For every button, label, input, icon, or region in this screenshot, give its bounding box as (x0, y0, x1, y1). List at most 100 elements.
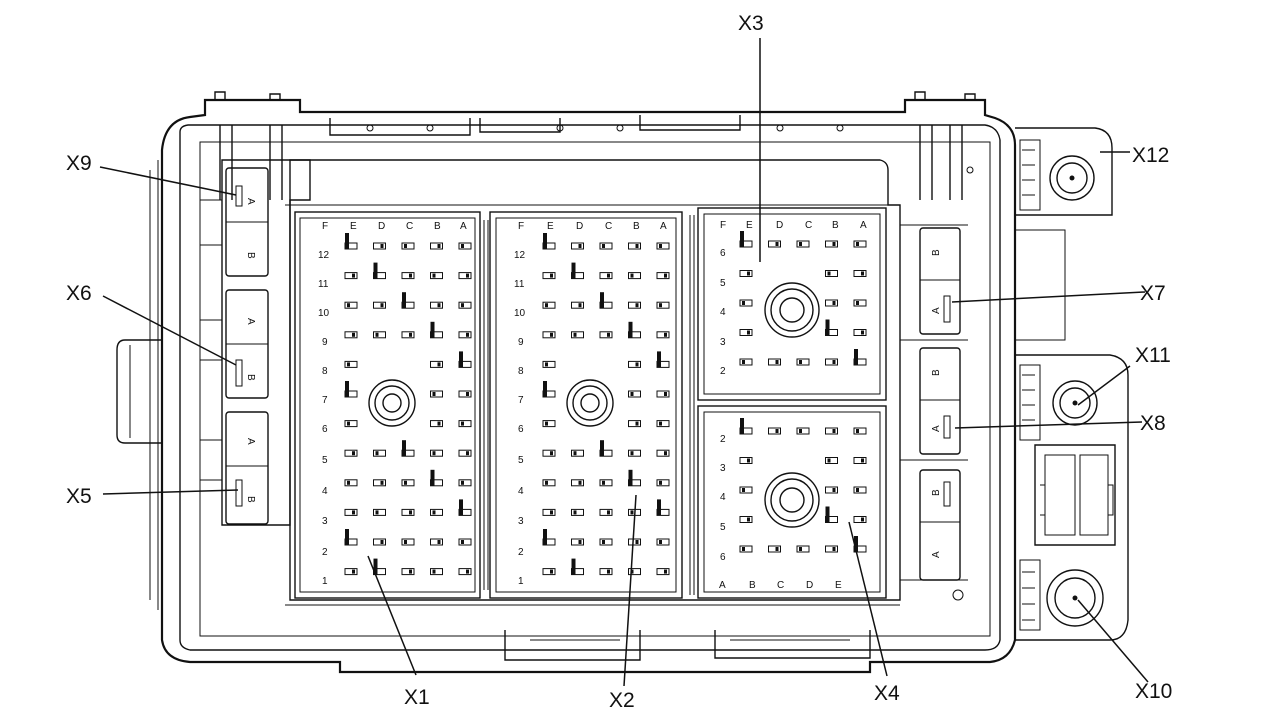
x4-col-b: B (749, 580, 756, 591)
grid-x2-cavity (628, 568, 641, 576)
grid-x1-cavity-terminal (347, 421, 350, 426)
label-x8: X8 (1140, 412, 1166, 435)
grid-x2-cavity-terminal (545, 303, 548, 308)
x2-leader (623, 494, 637, 687)
x2-column-labels: F E D C B A (518, 221, 667, 232)
grid-x3-cavity-terminal (799, 242, 802, 246)
label-x12: X12 (1132, 144, 1169, 167)
leader-lines (99, 38, 1149, 687)
grid-x1-cavity (430, 301, 443, 309)
grid-x1-cavity-terminal (432, 392, 436, 396)
grid-x1-cavity (430, 272, 443, 280)
grid-x1-cavity-terminal (404, 244, 407, 248)
x5-letter-b: B (245, 496, 256, 503)
grid-x3-cavity (768, 240, 781, 248)
grid-x1-cavity-terminal (380, 303, 384, 308)
x3-row-4: 4 (720, 307, 726, 318)
grid-x2-cavity-terminal (573, 510, 577, 515)
grid-x3-cavity-terminal (775, 360, 779, 364)
grid-x3-cavity (825, 270, 838, 277)
grid-x1-cavity (344, 272, 358, 280)
grid-x4-cavity-terminal (775, 429, 779, 433)
grid-x1-cavity (458, 479, 472, 487)
x1-row-8: 8 (322, 366, 328, 377)
right-5-letter: B (931, 489, 942, 496)
grid-x1-cavity-terminal (437, 540, 441, 544)
grid-x2-cavity (571, 331, 584, 339)
x1-row-2: 2 (322, 547, 328, 558)
x4-row-3: 3 (720, 463, 726, 474)
x3-row-5: 5 (720, 278, 726, 289)
grid-x2-cavity-terminal (573, 451, 577, 456)
grid-x2-cavity-terminal (578, 540, 582, 544)
grid-x1-cavity-terminal (375, 510, 379, 515)
x5-socket: A B (225, 411, 269, 525)
grid-x1-cavity-terminal (461, 480, 464, 485)
grid-x2-cavity-terminal (545, 480, 548, 485)
grid-x3-cavity (796, 240, 810, 248)
grid-x4-cavity (739, 457, 753, 464)
right-power-block (1015, 127, 1129, 641)
grid-x1-cavity (458, 272, 472, 280)
grid-x4-cavity-terminal (861, 458, 864, 463)
grid-x4-cavity-terminal (832, 429, 836, 433)
x2-col-c: C (605, 221, 612, 232)
x1-col-a: A (460, 221, 467, 232)
grid-x1-cavity-terminal (409, 510, 412, 515)
x2-row-5: 5 (518, 455, 524, 466)
grid-x2-cavity-terminal (630, 273, 634, 278)
grid-x2-cavity (656, 331, 670, 339)
right-1-letter: B (931, 249, 942, 256)
grid-x3-cavity-terminal (856, 301, 859, 305)
grid-x2-cavity-terminal (573, 332, 577, 337)
x2-row-4: 4 (518, 486, 524, 497)
grid-x2-cavity (628, 390, 641, 398)
grid-x2-cavity-terminal (659, 421, 662, 426)
x1-row-3: 3 (322, 516, 328, 527)
grid-x1-cavity-terminal (380, 244, 384, 248)
grid-x1-cavity-terminal (409, 569, 412, 574)
grid-x1-cavity (401, 508, 415, 516)
connector-x1: F E D C B A 12 11 10 9 8 7 6 5 4 3 2 1 (294, 211, 481, 599)
x2-col-b: B (633, 221, 640, 232)
grid-x3-cavity-terminal (861, 271, 864, 276)
grid-x3-cavity (825, 299, 838, 307)
grid-x1-cavity (430, 538, 443, 546)
grid-x4-cavity-terminal (799, 429, 802, 433)
grid-x1-cavity-terminal (380, 540, 384, 544)
grid-x4-cavity (825, 457, 838, 464)
x1-row-6: 6 (322, 424, 328, 435)
grid-x2-cavity-terminal (628, 469, 633, 486)
grid-x1-cavity-terminal (432, 569, 436, 574)
grid-x2-cavity-terminal (630, 510, 634, 515)
grid-x4-cavity-terminal (799, 547, 802, 551)
grid-x2-cavity (542, 420, 556, 428)
x9-socket: A B (225, 167, 269, 277)
grid-x1-cavity-terminal (432, 451, 436, 456)
grid-x2-cavity (628, 242, 641, 250)
grid-x1-cavity (430, 360, 443, 368)
x4-row-2: 2 (720, 434, 726, 445)
grid-x1-cavity-terminal (466, 569, 469, 574)
grid-x1-cavity-terminal (466, 332, 469, 337)
grid-x1-cavity (373, 538, 386, 546)
x2-row-12: 12 (514, 250, 526, 261)
x2-col-a: A (660, 221, 667, 232)
grid-x1-cavity (430, 390, 443, 398)
right-socket-2: B A (919, 347, 961, 455)
grid-x1-cavity (344, 420, 358, 428)
grid-x1-cavity (401, 479, 415, 487)
grid-x2-cavity-terminal (630, 451, 634, 456)
x3-col-e: E (746, 220, 753, 231)
grid-x4-cavity (853, 516, 867, 523)
grid-x2-cavity (628, 420, 641, 428)
grid-x2-cavity (656, 449, 670, 457)
grid-x2-cavity-terminal (600, 440, 604, 457)
x1-row-7: 7 (322, 395, 328, 406)
grid-x2-cavity-terminal (635, 244, 639, 248)
x3-row-6: 6 (720, 248, 726, 259)
x2-row-11: 11 (514, 279, 525, 290)
x2-col-d: D (576, 221, 583, 232)
grid-x1-cavity-terminal (437, 362, 441, 367)
x2-center-bolt (566, 379, 614, 427)
